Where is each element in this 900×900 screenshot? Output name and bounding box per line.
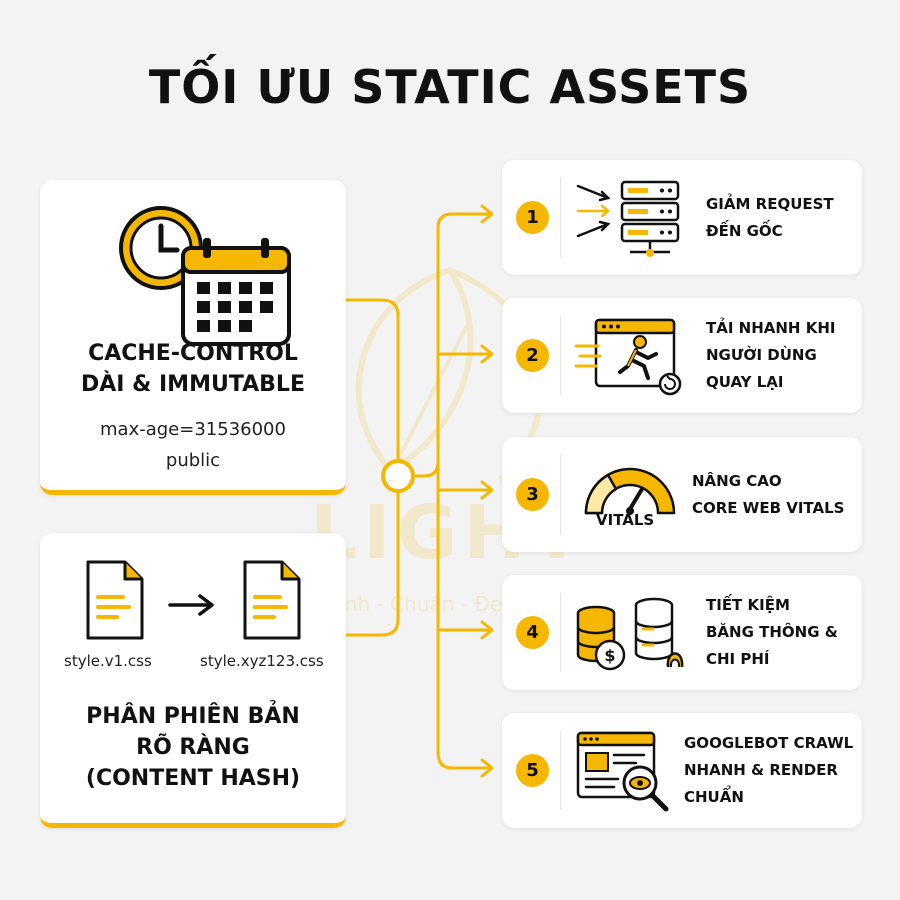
benefit-4-line-1: TIẾT KIỆM (706, 596, 790, 614)
benefit-card-3: 3 VITALS NÂNG CAO CORE WEB VITALS (502, 437, 862, 552)
divider (560, 593, 561, 672)
content-hash-card: style.v1.css style.xyz123.css PHÂN PHIÊN… (40, 533, 346, 828)
benefit-2-line-1: TẢI NHANH KHI (706, 319, 836, 337)
benefit-5-line-2: NHANH & RENDER (684, 761, 838, 779)
file-name-hashed: style.xyz123.css (200, 652, 324, 670)
benefit-4-line-2: BĂNG THÔNG & (706, 623, 838, 641)
benefit-3-line-2: CORE WEB VITALS (692, 498, 845, 517)
step-number-badge: 1 (516, 201, 549, 234)
benefit-1-line-1: GIẢM REQUEST (706, 194, 834, 213)
step-number-badge: 4 (516, 616, 549, 649)
benefit-1-line-2: ĐẾN GỐC (706, 221, 783, 240)
cache-title-line-1: CACHE-CONTROL (88, 341, 298, 366)
divider (560, 731, 561, 810)
cache-detail-line-2: public (165, 450, 221, 471)
file-name-old: style.v1.css (64, 652, 152, 670)
step-number-badge: 5 (516, 754, 549, 787)
webpage-magnifier-icon (576, 731, 669, 812)
hash-title-line-3: (CONTENT HASH) (85, 766, 301, 791)
vitals-label: VITALS (596, 511, 655, 529)
cache-control-card: CACHE-CONTROL DÀI & IMMUTABLE max-age=31… (40, 180, 346, 495)
cache-detail-line-1: max-age=31536000 (100, 419, 286, 440)
svg-text:$: $ (604, 646, 615, 665)
gauge-icon (584, 467, 676, 515)
benefit-card-1: 1 GIẢM REQUEST ĐẾN GỐC (502, 160, 862, 275)
coins-database-icon: $ (576, 597, 684, 671)
hash-title-line-1: PHÂN PHIÊN BẢN (86, 704, 300, 729)
divider (560, 178, 561, 257)
benefit-2-line-3: QUAY LẠI (706, 373, 784, 391)
running-browser-icon (574, 318, 682, 396)
arrow-right-icon (168, 594, 214, 616)
benefit-2-line-2: NGƯỜI DÙNG (706, 346, 817, 364)
benefit-card-2: 2 TẢI NHANH KHI NGƯỜI DÙNG QUAY LẠI (502, 298, 862, 413)
benefit-3-line-1: NÂNG CAO (692, 471, 782, 490)
clock-calendar-icon (119, 206, 291, 346)
benefit-5-line-3: CHUẨN (684, 788, 744, 806)
benefit-card-4: 4 $ TIẾT KIỆM BĂNG THÔNG & CHI PHÍ (502, 575, 862, 690)
server-stack-icon (576, 180, 680, 257)
hub-circle (381, 459, 415, 493)
cache-title-line-2: DÀI & IMMUTABLE (81, 372, 305, 397)
step-number-badge: 2 (516, 339, 549, 372)
benefit-5-line-1: GOOGLEBOT CRAWL (684, 734, 854, 752)
divider (560, 455, 561, 534)
benefit-4-line-3: CHI PHÍ (706, 650, 770, 668)
file-icon (243, 560, 301, 640)
step-number-badge: 3 (516, 478, 549, 511)
benefit-card-5: 5 GOOGLEBOT CRAWL NHANH & RENDER CHUẨN (502, 713, 862, 828)
hash-title-line-2: RÕ RÀNG (136, 735, 250, 760)
divider (560, 316, 561, 395)
page-title: TỐI ƯU STATIC ASSETS (148, 60, 752, 114)
file-icon (86, 560, 144, 640)
